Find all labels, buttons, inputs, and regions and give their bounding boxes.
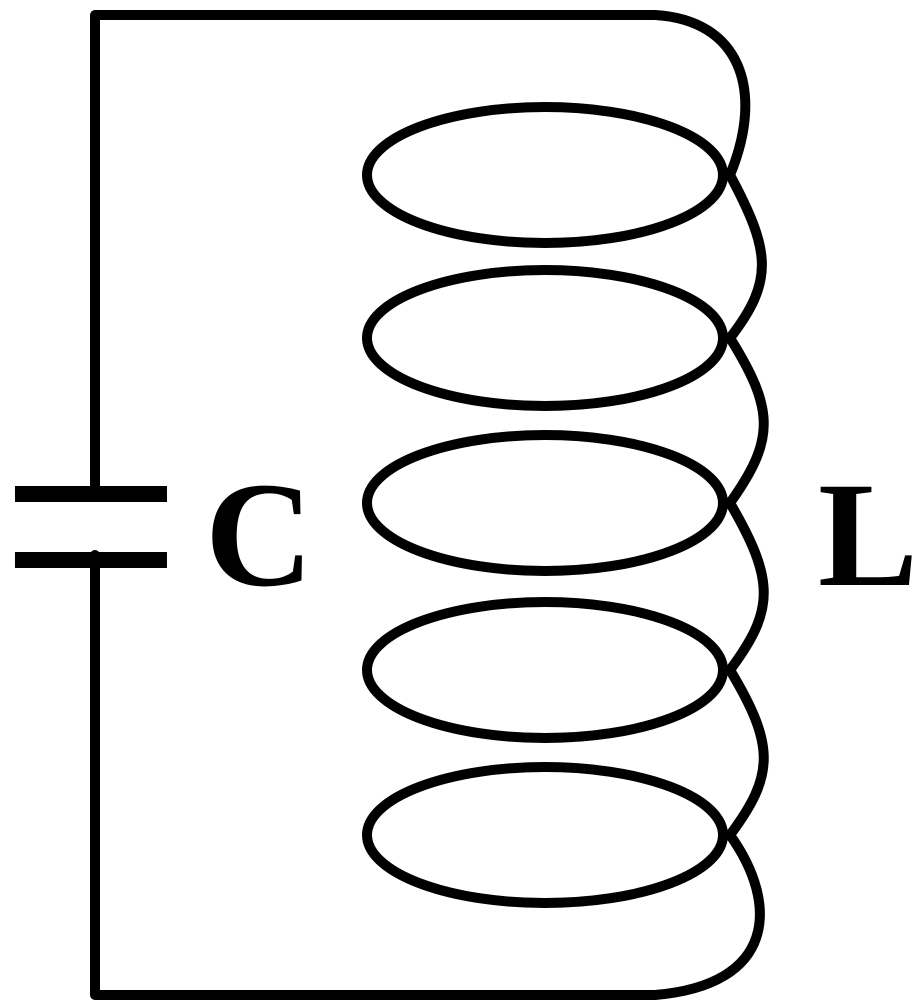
wire-left-upper [90,10,660,495]
coil-loop-5 [362,762,728,908]
inductor-label: L [818,452,912,618]
capacitor-plate-bottom [15,552,167,568]
wire-left-lower [90,550,660,1000]
coil-loop-4 [362,597,728,743]
coil-loop-3 [362,430,728,576]
capacitor-plate-top [15,486,167,502]
coil-loop-1 [362,102,728,248]
coil-loop-2 [362,265,728,411]
capacitor-label: C [205,452,314,618]
coil-back-helix [650,10,769,1000]
